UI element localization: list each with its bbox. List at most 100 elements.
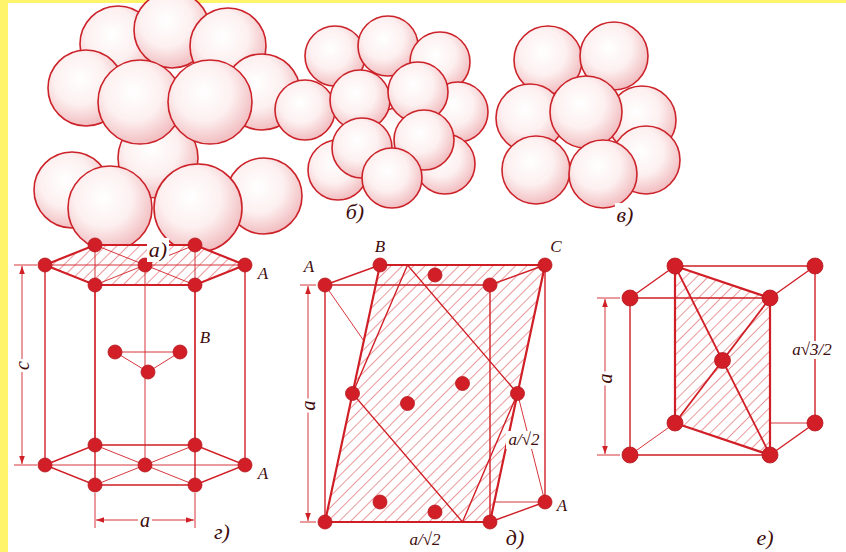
hcp-unit-cell	[38, 458, 52, 472]
panel-letter: д)	[504, 526, 526, 549]
fcc-unit-cell	[318, 515, 332, 529]
page-border	[0, 0, 8, 552]
dimension-lines	[300, 522, 316, 523]
dimension-lines	[300, 285, 316, 286]
hcp-unit-cell	[188, 278, 202, 292]
hcp-unit-cell	[94, 285, 95, 485]
fcc-unit-cell	[544, 265, 545, 502]
point-letter: A	[302, 258, 316, 276]
fcc-unit-cell	[428, 268, 442, 282]
bcc-unit-cell	[762, 290, 778, 306]
bcc-sphere-packing	[569, 140, 637, 208]
dimension-label: a	[298, 398, 319, 412]
point-letter: C	[548, 238, 563, 256]
fcc-unit-cell	[483, 278, 497, 292]
dimension-lines	[597, 455, 620, 456]
dimension-lines	[195, 493, 196, 528]
fcc-unit-cell	[483, 515, 497, 529]
dimension-label: a√3/2	[790, 341, 834, 359]
fcc-unit-cell	[325, 265, 545, 522]
hcp-unit-cell	[108, 345, 122, 359]
fcc-unit-cell	[353, 265, 518, 522]
dimension-lines	[14, 265, 37, 266]
hcp-unit-cell	[38, 238, 252, 492]
hcp-unit-cell	[238, 258, 252, 272]
hcp-unit-cell	[45, 245, 245, 485]
bcc-unit-cell	[675, 266, 770, 455]
hcp-unit-cell	[145, 265, 195, 285]
bcc-unit-cell	[762, 447, 778, 463]
fcc-sphere-packing	[275, 16, 488, 208]
hcp-unit-cell	[173, 345, 187, 359]
panel-letter: а)	[147, 238, 169, 261]
hcp-unit-cell	[244, 265, 245, 465]
hcp-unit-cell	[95, 265, 145, 285]
hcp-unit-cell	[145, 465, 195, 485]
bcc-unit-cell	[675, 298, 770, 423]
bcc-unit-cell	[807, 415, 823, 431]
fcc-unit-cell	[325, 265, 545, 522]
fcc-unit-cell	[318, 258, 552, 529]
fcc-unit-cell	[456, 377, 470, 391]
fcc-unit-cell	[490, 265, 545, 285]
hcp-unit-cell	[88, 278, 102, 292]
hcp-unit-cell	[145, 265, 146, 465]
panel-letter: е)	[754, 526, 775, 549]
point-letter: A	[256, 265, 270, 283]
page-border	[0, 0, 846, 3]
hcp-sphere-packing	[168, 60, 252, 144]
bcc-unit-cell	[667, 415, 683, 431]
bcc-unit-cell	[630, 266, 815, 455]
fcc-unit-cell	[325, 265, 545, 522]
fcc-unit-cell	[325, 265, 380, 285]
bcc-unit-cell	[675, 265, 815, 266]
dimension-label: a/√2	[506, 431, 541, 449]
hcp-unit-cell	[14, 238, 252, 528]
fcc-unit-cell	[325, 285, 490, 522]
fcc-unit-cell	[490, 502, 545, 522]
point-letter: A	[555, 497, 569, 515]
hcp-unit-cell	[141, 365, 155, 379]
fcc-sphere-packing	[362, 148, 422, 208]
fcc-unit-cell	[300, 258, 552, 529]
bcc-unit-cell	[622, 290, 638, 306]
hcp-unit-cell	[145, 445, 195, 465]
bcc-unit-cell	[715, 353, 731, 369]
point-letter: B	[198, 329, 212, 347]
hcp-unit-cell	[188, 438, 202, 452]
hcp-unit-cell	[95, 465, 145, 485]
bcc-unit-cell	[630, 298, 770, 455]
hcp-unit-cell	[194, 285, 195, 485]
hcp-sphere-packing	[34, 0, 302, 252]
dimension-lines	[95, 493, 96, 528]
hcp-sphere-packing	[68, 166, 152, 250]
hcp-unit-cell	[138, 458, 152, 472]
bcc-unit-cell	[667, 258, 683, 274]
panel-letter: в)	[615, 203, 636, 226]
bcc-unit-cell	[630, 266, 815, 455]
dimension-label: a	[138, 510, 152, 531]
fcc-unit-cell	[373, 495, 387, 509]
fcc-sphere-packing	[275, 80, 335, 140]
hcp-unit-cell	[88, 478, 102, 492]
bcc-unit-cell	[675, 266, 770, 455]
hcp-unit-cell	[188, 478, 202, 492]
point-letter: B	[373, 238, 387, 256]
fcc-unit-cell	[428, 505, 442, 519]
hcp-unit-cell	[238, 458, 252, 472]
hcp-unit-cell	[188, 238, 202, 252]
fcc-unit-cell	[380, 264, 545, 265]
fcc-unit-cell	[373, 258, 387, 272]
fcc-unit-cell	[346, 387, 360, 401]
fcc-unit-cell	[318, 278, 332, 292]
hcp-unit-cell	[44, 265, 45, 465]
bcc-sphere-packing	[496, 22, 680, 208]
fcc-unit-cell	[401, 397, 415, 411]
fcc-unit-cell	[511, 387, 525, 401]
fcc-unit-cell	[538, 495, 552, 509]
bcc-unit-cell	[622, 447, 638, 463]
dimension-label: a/√2	[407, 531, 442, 549]
bcc-unit-cell	[675, 266, 770, 455]
